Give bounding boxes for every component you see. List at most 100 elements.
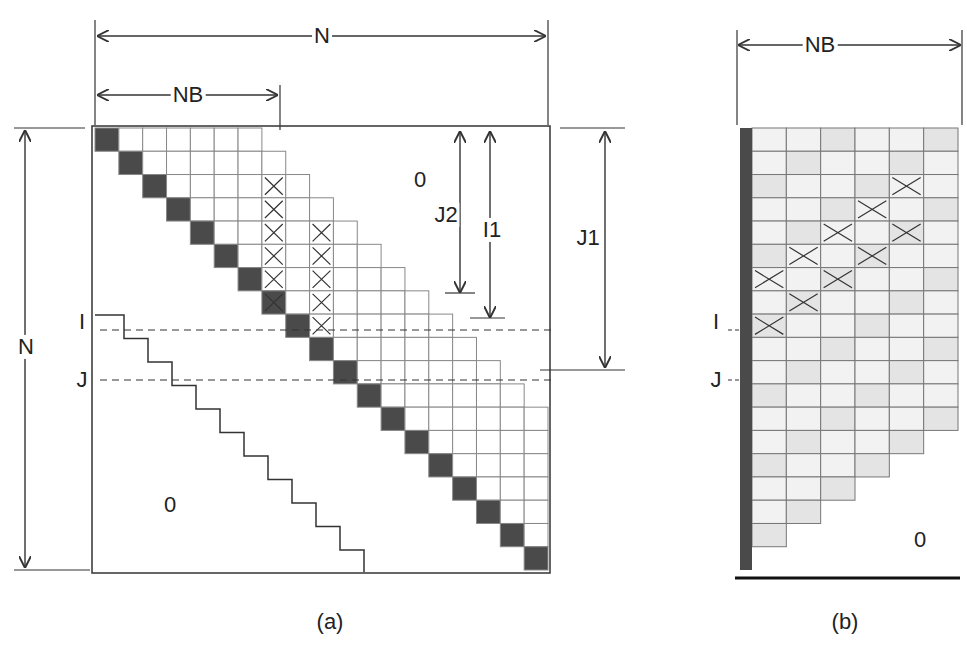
- matrix-cell: [357, 337, 381, 360]
- cross-mark: [313, 224, 331, 241]
- matrix-cell: [453, 337, 477, 360]
- cross-mark: [755, 317, 783, 334]
- storage-cell: [924, 128, 958, 151]
- extension-line: [736, 30, 737, 125]
- matrix-cell: [310, 268, 334, 291]
- storage-cell: [855, 221, 889, 244]
- matrix-cell: [453, 430, 477, 453]
- matrix-cell: [429, 314, 453, 337]
- matrix-cell: [476, 454, 500, 477]
- matrix-cell: [262, 198, 286, 221]
- matrix-cell: [381, 384, 405, 407]
- matrix-cell: [524, 477, 548, 500]
- matrix-cell: [453, 454, 477, 477]
- matrix-cell: [286, 175, 310, 198]
- storage-cell: [752, 500, 786, 523]
- storage-cell: [855, 337, 889, 360]
- matrix-cell: [500, 407, 524, 430]
- matrix-cell: [95, 128, 119, 151]
- extension-line: [14, 127, 85, 128]
- band-matrix: [92, 126, 556, 573]
- matrix-cell: [214, 198, 238, 221]
- matrix-cell: [190, 175, 214, 198]
- matrix-cell: [286, 291, 310, 314]
- storage-cell: [924, 337, 958, 360]
- storage-cell: [889, 384, 923, 407]
- matrix-cell: [453, 477, 477, 500]
- storage-cell: [821, 430, 855, 453]
- storage-cell: [786, 454, 820, 477]
- storage-cell: [786, 500, 820, 523]
- storage-cell: [786, 151, 820, 174]
- matrix-cell: [405, 407, 429, 430]
- cross-mark: [265, 178, 283, 195]
- matrix-cell: [429, 454, 453, 477]
- extension-line: [547, 20, 548, 125]
- storage-cell: [855, 198, 889, 221]
- matrix-cell: [357, 268, 381, 291]
- matrix-cell: [167, 128, 191, 151]
- storage-cell: [752, 430, 786, 453]
- matrix-cell: [524, 430, 548, 453]
- dimension-label: N: [312, 24, 332, 48]
- matrix-cell: [333, 314, 357, 337]
- row-label: I: [77, 310, 87, 334]
- matrix-cell: [214, 221, 238, 244]
- matrix-cell: [310, 337, 334, 360]
- matrix-cell: [524, 454, 548, 477]
- storage-cell: [752, 175, 786, 198]
- cross-mark: [892, 224, 920, 241]
- matrix-cell: [286, 268, 310, 291]
- matrix-cell: [238, 175, 262, 198]
- matrix-cell: [405, 430, 429, 453]
- subfigure-label: (a): [315, 610, 346, 634]
- storage-cell: [821, 291, 855, 314]
- storage-cell: [889, 407, 923, 430]
- cross-mark: [313, 294, 331, 311]
- storage-cell: [855, 430, 889, 453]
- matrix-cell: [286, 244, 310, 267]
- matrix-cell: [429, 430, 453, 453]
- band-storage: [735, 128, 960, 578]
- base-line: [735, 577, 960, 580]
- matrix-cell: [190, 128, 214, 151]
- matrix-cell: [405, 384, 429, 407]
- matrix-cell: [262, 291, 286, 314]
- matrix-cell: [238, 244, 262, 267]
- storage-cell: [821, 361, 855, 384]
- matrix-cell: [262, 268, 286, 291]
- matrix-cell: [405, 314, 429, 337]
- matrix-cell: [333, 221, 357, 244]
- storage-cell: [855, 291, 889, 314]
- storage-cell: [786, 337, 820, 360]
- subfigure-label: (b): [830, 610, 861, 634]
- row-label: J: [75, 368, 90, 392]
- matrix-cell: [333, 337, 357, 360]
- storage-cell: [821, 407, 855, 430]
- matrix-cell: [143, 128, 167, 151]
- zero-region-label: 0: [412, 168, 428, 192]
- matrix-cell: [310, 198, 334, 221]
- matrix-frame: [92, 126, 550, 573]
- storage-cell: [889, 221, 923, 244]
- profile-line: [95, 315, 364, 572]
- storage-cell: [821, 384, 855, 407]
- diagonal-column: [740, 128, 752, 570]
- dimension-label: J2: [432, 203, 459, 227]
- matrix-cell: [429, 407, 453, 430]
- cross-mark: [313, 317, 331, 334]
- storage-cell: [786, 430, 820, 453]
- storage-cell: [855, 454, 889, 477]
- cross-mark: [265, 224, 283, 241]
- matrix-cell: [143, 175, 167, 198]
- dimension-arrow: [604, 131, 605, 368]
- storage-cell: [924, 151, 958, 174]
- matrix-cell: [381, 337, 405, 360]
- matrix-cell: [286, 198, 310, 221]
- storage-cell: [855, 128, 889, 151]
- matrix-cell: [357, 314, 381, 337]
- matrix-cell: [357, 291, 381, 314]
- matrix-cell: [381, 291, 405, 314]
- zero-region-label: 0: [912, 528, 928, 552]
- matrix-cell: [381, 268, 405, 291]
